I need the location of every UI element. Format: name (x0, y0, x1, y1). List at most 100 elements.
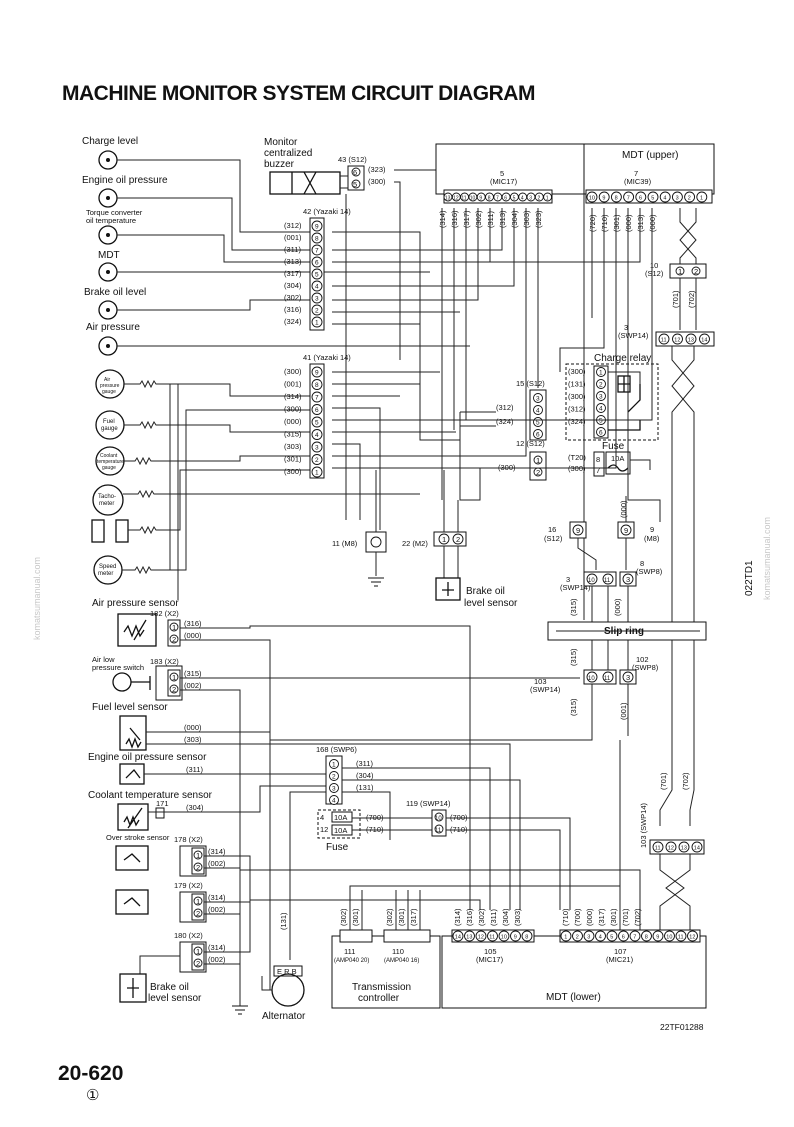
connector-42: 42 (Yazaki 14) 987654321(312)(001)(311)(… (284, 207, 351, 331)
c182-wire-316: (316) (184, 619, 202, 628)
c8-type: (SWP8) (636, 567, 663, 576)
tacho-text-1: Tacho- (98, 494, 116, 500)
c168pins-pin-3 (329, 783, 339, 793)
alternator-wire-131: (131) (279, 912, 288, 930)
c178-wire-002: (002) (208, 859, 226, 868)
slip-ring-label: Slip ring (604, 626, 644, 637)
c119-label: 119 (SWP14) (406, 799, 451, 808)
c105pins-pin-label-10: 10 (501, 934, 507, 940)
watermark-right: komatsumanual.com (762, 517, 772, 600)
alternator-icon (271, 973, 305, 1007)
buzzer-wire-300: (300) (368, 177, 386, 186)
buzzer-pin-5: 5 (353, 180, 357, 189)
c41pins-pin-3 (311, 441, 323, 453)
eng-oil-wire-311: (311) (186, 765, 203, 774)
c16-pin: 9 (576, 526, 580, 535)
c41pins-wire-1: (001) (284, 380, 302, 389)
crpins-pin-label-4: 4 (599, 406, 603, 413)
fuse-upper-rating: 10A (611, 454, 624, 463)
c183-wire-002: (002) (184, 681, 202, 690)
c41pins-wire-4: (000) (284, 417, 302, 426)
mdt-lower-title: MDT (lower) (546, 992, 601, 1003)
c103-wire-315b: (315) (569, 698, 578, 716)
c3b-pin-11: 11 (604, 578, 611, 584)
c3pins-pin-label-12: 12 (674, 337, 680, 343)
c41pins-pin-label-3: 3 (315, 445, 319, 452)
meter-coil-left (91, 519, 105, 543)
c102-type: (SWP8) (632, 663, 659, 672)
c105wires-wire-4: (304) (501, 908, 510, 926)
mdtupins-pin-label-3: 3 (676, 195, 679, 201)
tc-wire-302b: (302) (385, 908, 394, 926)
c105pins-pin-8 (521, 930, 533, 942)
mdt-lower-box (441, 935, 707, 1009)
c171-housing (155, 807, 165, 819)
air-pressure-sensor: Air pressure sensor 182 (X2) 1 2 (316) (… (92, 598, 471, 990)
coolant-gauge-text-2: temperature (97, 459, 124, 465)
torque-converter-label-2: oil temperature (86, 216, 136, 225)
c42pins-pin-1 (311, 316, 323, 328)
c41pins-wire-0: (300) (284, 367, 302, 376)
crpins-pin-label-1: 1 (599, 370, 603, 377)
c3pins-pin-label-14: 14 (701, 337, 707, 343)
c42pins-pin-9 (311, 220, 323, 232)
c9-label: 9 (650, 525, 654, 534)
c42pins-pin-4 (311, 280, 323, 292)
c5pins-pin-1 (543, 192, 553, 202)
brake-oil-upper-label-2: level sensor (464, 598, 518, 609)
c15pins-pin-label-6: 6 (536, 432, 540, 439)
c5pins-pin-label-11: 11 (461, 195, 466, 201)
mdtupins-pin-6 (635, 191, 647, 203)
c107pins-pin-5 (606, 930, 618, 942)
mdtupins-pin-label-10: 10 (589, 195, 595, 201)
c105pins-pin-9 (510, 930, 521, 942)
c9-type: (M8) (644, 534, 660, 543)
c168pins-pin-label-2: 2 (332, 774, 336, 781)
c42pins-pin-label-9: 9 (315, 224, 319, 231)
c105-label: 105 (484, 947, 497, 956)
c15-wire-312: (312) (496, 403, 514, 412)
c103-pin-10: 10 (588, 676, 595, 682)
figure-code-right: 022TD1 (744, 560, 755, 596)
c42pins-pin-label-3: 3 (315, 296, 319, 303)
c107pins-pin-1 (560, 930, 572, 942)
mdtupins-pin-2 (684, 191, 696, 203)
c105pins-pin-label-12: 12 (478, 934, 484, 940)
c3b-wire-000: (000) (613, 598, 622, 616)
c107pins-pin-label-2: 2 (576, 934, 579, 940)
c41pins-pin-label-6: 6 (315, 407, 319, 414)
mdtupins-pin-label-2: 2 (688, 195, 691, 201)
connector-10-label: 10 (650, 261, 658, 270)
mdtupins-pin-8 (610, 191, 622, 203)
c111-housing (339, 929, 373, 943)
fuel-gauge-icon (95, 410, 125, 440)
c103bpins-pin-label-11: 11 (655, 845, 661, 851)
slip-ring: Slip ring (547, 621, 707, 641)
sensor-22: 22 (M2) 1 2 Brake oil level sensor (402, 470, 518, 609)
c103bpins-pin-13 (678, 841, 690, 853)
c5pins-pin-label-4: 4 (521, 195, 524, 201)
brake-oil-level-label: Brake oil level (84, 287, 146, 298)
crpins-pin-label-2: 2 (599, 382, 603, 389)
c42pins-pin-2 (311, 304, 323, 316)
c42pins-wire-6: (302) (284, 293, 302, 302)
c5pins-pin-label-10: 10 (470, 195, 476, 201)
c103bpins-pin-label-14: 14 (694, 845, 700, 851)
c103b-wire-701: (701) (659, 772, 668, 790)
mdtupins-pin-4 (659, 191, 671, 203)
speedo-text-2: meter (98, 571, 113, 577)
connector-41: 41 (Yazaki 14) 987654321(300)(001)(314)(… (284, 353, 351, 479)
c42pins-wire-5: (304) (284, 281, 302, 290)
c42pins-pin-6 (311, 256, 323, 268)
c105pins-pin-10 (498, 930, 510, 942)
connector-5-num: 5 (500, 169, 504, 178)
c42pins-wire-4: (317) (284, 269, 302, 278)
c41pins-wire-8: (300) (284, 467, 302, 476)
mdt-upper-frame (583, 143, 715, 195)
c15pins-pin-4 (533, 405, 543, 415)
c41pins-pin-5 (311, 416, 323, 428)
c3b-wire-315: (315) (569, 598, 578, 616)
